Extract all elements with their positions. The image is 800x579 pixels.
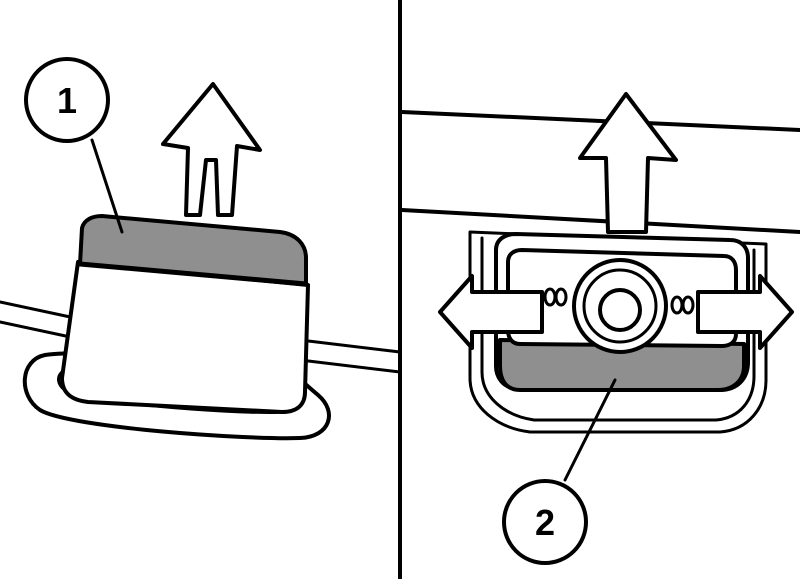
left-rail [0,300,402,374]
callout-1-leader [90,138,124,234]
callout-1-label: 1 [57,80,77,121]
right-panel [400,92,800,482]
left-clip-body [60,214,310,414]
callout-1: 1 [24,57,110,143]
callout-2-label: 2 [535,502,555,543]
right-pull-up-arrow [578,92,678,234]
callout-2-leader [563,378,617,482]
left-panel [0,82,402,441]
right-slider-nubs [543,287,695,315]
callout-2-circle [502,479,588,565]
callout-1-circle [24,57,110,143]
left-pull-up-arrow [161,82,262,217]
right-slide-right-arrow [696,274,794,350]
right-slide-left-arrow [438,274,544,350]
right-top-bar [400,110,800,234]
callout-2: 2 [502,479,588,565]
right-center-knob [572,258,668,354]
